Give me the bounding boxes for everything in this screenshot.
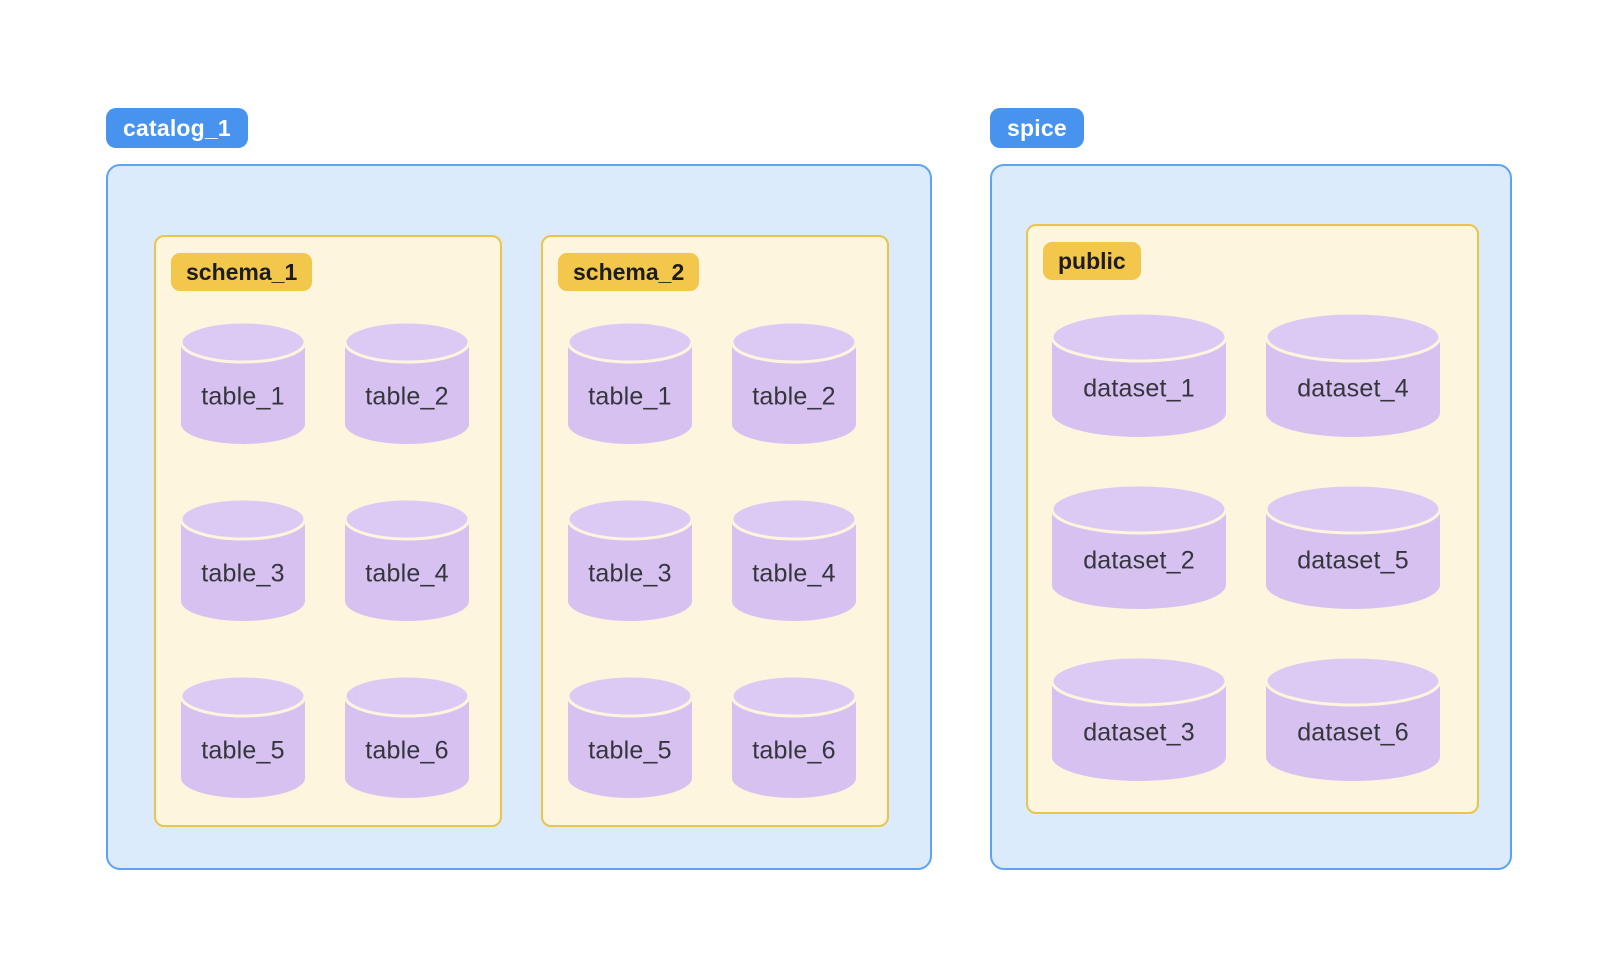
cylinder-label: dataset_2 — [1083, 546, 1195, 575]
catalog-panel: schema_1 table_1 table_2 table_3 table_4 — [106, 164, 932, 870]
cylinder-label: dataset_1 — [1083, 374, 1195, 403]
dataset-cylinder: dataset_4 — [1264, 311, 1442, 439]
database-cylinder-icon — [343, 674, 471, 798]
catalog-badge: catalog_1 — [106, 108, 248, 149]
cylinder-label: dataset_3 — [1083, 718, 1195, 747]
schema-1-badge: schema_1 — [171, 253, 313, 292]
dataset-cylinder: dataset_3 — [1050, 655, 1228, 783]
schema-2-tables: table_1 table_2 table_3 table_4 table_5 — [566, 320, 858, 800]
public-box: public dataset_1 dataset_4 dataset_2 dat… — [1026, 224, 1479, 814]
database-cylinder-icon — [566, 497, 694, 621]
database-cylinder-icon — [1264, 483, 1442, 609]
database-cylinder-icon — [179, 497, 307, 621]
table-cylinder: table_3 — [566, 497, 694, 623]
dataset-cylinder: dataset_6 — [1264, 655, 1442, 783]
cylinder-label: table_6 — [365, 736, 449, 765]
dataset-cylinder: dataset_2 — [1050, 483, 1228, 611]
cylinder-label: table_4 — [752, 559, 836, 588]
database-cylinder-icon — [1264, 655, 1442, 781]
table-cylinder: table_6 — [343, 674, 471, 800]
database-cylinder-icon — [730, 674, 858, 798]
database-cylinder-icon — [1050, 311, 1228, 437]
cylinder-label: table_2 — [365, 382, 449, 411]
public-datasets: dataset_1 dataset_4 dataset_2 dataset_5 … — [1050, 311, 1442, 783]
database-cylinder-icon — [566, 674, 694, 798]
table-cylinder: table_5 — [566, 674, 694, 800]
schema-1-box: schema_1 table_1 table_2 table_3 table_4 — [154, 235, 502, 827]
database-cylinder-icon — [730, 497, 858, 621]
database-cylinder-icon — [1050, 655, 1228, 781]
cylinder-label: dataset_5 — [1297, 546, 1409, 575]
cylinder-label: dataset_4 — [1297, 374, 1409, 403]
table-cylinder: table_3 — [179, 497, 307, 623]
database-cylinder-icon — [730, 320, 858, 444]
database-cylinder-icon — [566, 320, 694, 444]
schema-2-badge: schema_2 — [558, 253, 700, 292]
cylinder-label: table_6 — [752, 736, 836, 765]
dataset-cylinder: dataset_5 — [1264, 483, 1442, 611]
database-cylinder-icon — [343, 320, 471, 444]
cylinder-label: table_5 — [588, 736, 672, 765]
table-cylinder: table_1 — [179, 320, 307, 446]
cylinder-label: dataset_6 — [1297, 718, 1409, 747]
cylinder-label: table_4 — [365, 559, 449, 588]
cylinder-label: table_3 — [201, 559, 285, 588]
database-cylinder-icon — [1264, 311, 1442, 437]
public-badge: public — [1043, 242, 1141, 281]
cylinder-label: table_5 — [201, 736, 285, 765]
database-cylinder-icon — [343, 497, 471, 621]
table-cylinder: table_5 — [179, 674, 307, 800]
table-cylinder: table_6 — [730, 674, 858, 800]
table-cylinder: table_2 — [343, 320, 471, 446]
database-cylinder-icon — [1050, 483, 1228, 609]
table-cylinder: table_4 — [730, 497, 858, 623]
table-cylinder: table_2 — [730, 320, 858, 446]
cylinder-label: table_1 — [588, 382, 672, 411]
cylinder-label: table_3 — [588, 559, 672, 588]
spice-badge: spice — [990, 108, 1084, 149]
spice-panel: public dataset_1 dataset_4 dataset_2 dat… — [990, 164, 1512, 870]
schema-1-tables: table_1 table_2 table_3 table_4 table_5 — [179, 320, 471, 800]
cylinder-label: table_1 — [201, 382, 285, 411]
dataset-cylinder: dataset_1 — [1050, 311, 1228, 439]
spice-group: spice public dataset_1 dataset_4 dataset… — [990, 108, 1512, 870]
cylinder-label: table_2 — [752, 382, 836, 411]
catalog-group: catalog_1 schema_1 table_1 table_2 table… — [106, 108, 932, 870]
table-cylinder: table_1 — [566, 320, 694, 446]
schema-2-box: schema_2 table_1 table_2 table_3 table_4 — [541, 235, 889, 827]
table-cylinder: table_4 — [343, 497, 471, 623]
database-cylinder-icon — [179, 320, 307, 444]
database-cylinder-icon — [179, 674, 307, 798]
